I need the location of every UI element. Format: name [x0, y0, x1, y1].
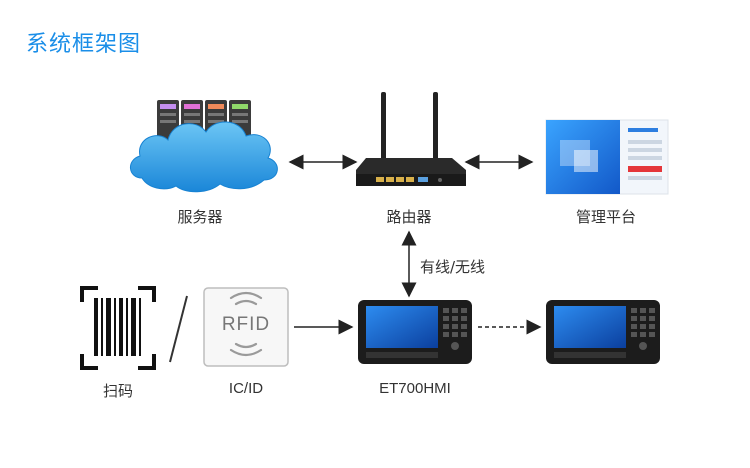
card-label: IC/ID [228, 380, 264, 397]
rfid-text: RFID [221, 314, 271, 335]
server-label: 服务器 [177, 208, 223, 226]
hmi-device-2-icon [546, 300, 660, 364]
hmi-device-icon [358, 300, 472, 364]
separator-slash [169, 295, 188, 363]
hmi-label: ET700HMI [379, 380, 451, 397]
server-icon [130, 100, 278, 193]
diagram-title: 系统框架图 [26, 32, 142, 57]
barcode-scan-icon [80, 286, 156, 370]
scanner-label: 扫码 [102, 382, 133, 400]
platform-label: 管理平台 [575, 208, 636, 226]
management-platform-icon [545, 119, 669, 195]
rfid-card-icon [203, 287, 289, 367]
edge-label-router-hmi: 有线/无线 [420, 258, 486, 276]
router-label: 路由器 [386, 208, 432, 226]
router-icon [356, 92, 466, 186]
